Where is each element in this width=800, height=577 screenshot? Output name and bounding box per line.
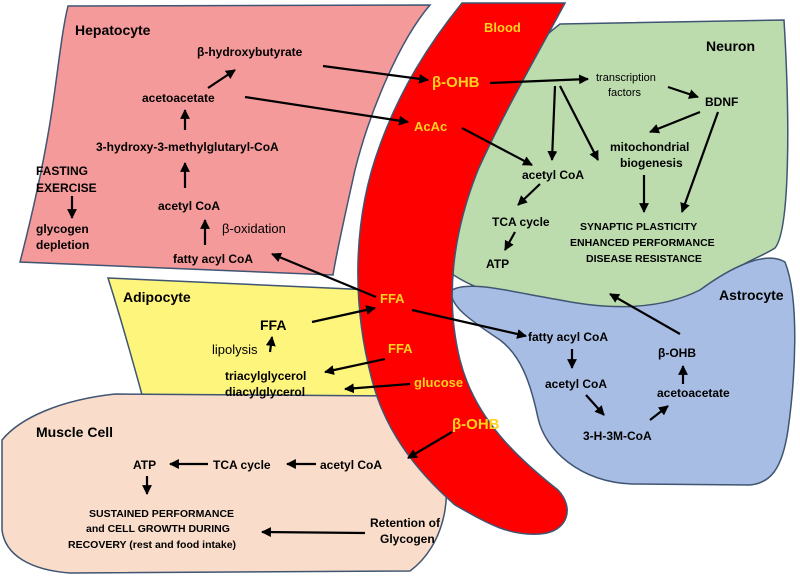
muscle-atp-label: ATP	[133, 458, 156, 472]
glycogen-retention-label: Glycogen	[380, 532, 435, 546]
blood-bohb-bottom-label: β-OHB	[452, 416, 500, 433]
astrocyte-arrows	[411, 293, 688, 421]
hepatocyte-title: Hepatocyte	[75, 22, 151, 38]
blood-ffa-mid-label: FFA	[380, 291, 405, 306]
depletion-label: depletion	[36, 238, 89, 252]
h3m-coa-label: 3-H-3M-CoA	[583, 429, 652, 443]
transcription-label: transcription	[596, 72, 656, 84]
astrocyte-acetoacetate-label: acetoacetate	[657, 386, 730, 400]
hepatocyte-acetyl-coa-label: acetyl CoA	[158, 199, 220, 213]
hmg-coa-label: 3-hydroxy-3-methylglutaryl-CoA	[96, 140, 279, 154]
adipocyte-title: Adipocyte	[123, 289, 191, 305]
astrocyte-title: Astrocyte	[719, 287, 784, 303]
blood-title: Blood	[484, 20, 521, 35]
acetoacetate-label: acetoacetate	[142, 91, 215, 105]
astrocyte-bohb-label: β-OHB	[658, 346, 696, 360]
muscle-title: Muscle Cell	[36, 424, 113, 440]
hepatocyte-fatty-acyl-coa-label: fatty acyl CoA	[173, 252, 253, 266]
muscle-tca-cycle-label: TCA cycle	[213, 458, 271, 472]
exercise-label: EXERCISE	[36, 181, 97, 195]
blood-acac-label: AcAc	[414, 119, 447, 134]
blood-bohb-top-label: β-OHB	[432, 74, 480, 91]
blood-ffa-low-label: FFA	[388, 341, 413, 356]
muscle-acetyl-coa-label: acetyl CoA	[320, 458, 382, 472]
synaptic-plasticity-label: SYNAPTIC PLASTICITY	[580, 221, 697, 233]
blood-glucose-label: glucose	[414, 375, 463, 390]
beta-oxidation-label: β-oxidation	[222, 221, 286, 236]
lipolysis-label: lipolysis	[212, 342, 258, 357]
bdnf-label: BDNF	[705, 95, 738, 109]
beta-hydroxybutyrate-label: β-hydroxybutyrate	[197, 45, 303, 59]
fasting-label: FASTING	[36, 164, 88, 178]
neuron-atp-label: ATP	[486, 257, 509, 271]
diacylglycerol-label: diacylglycerol	[225, 385, 305, 399]
astrocyte-fatty-acyl-coa-label: fatty acyl CoA	[528, 330, 608, 344]
muscle-arrows	[142, 431, 453, 538]
blood-vessel	[357, 2, 568, 535]
triacylglycerol-label: triacylglycerol	[225, 369, 306, 383]
disease-resistance-label: DISEASE RESISTANCE	[586, 253, 702, 265]
factors-label: factors	[608, 87, 642, 99]
mitochondrial-label: mitochondrial	[610, 140, 689, 154]
retention-label: Retention of	[370, 516, 441, 530]
recovery-label: RECOVERY (rest and food intake)	[68, 539, 236, 551]
adipocyte-arrows	[265, 305, 411, 394]
sustained-performance-label: SUSTAINED PERFORMANCE	[89, 508, 234, 520]
neuron-arrows	[461, 74, 720, 251]
enhanced-performance-label: ENHANCED PERFORMANCE	[570, 237, 715, 249]
glycogen-label: glycogen	[36, 222, 89, 236]
adipocyte-ffa-label: FFA	[260, 317, 286, 333]
neuron-acetyl-coa-label: acetyl CoA	[522, 168, 584, 182]
hepatocyte-arrows	[67, 64, 429, 299]
biogenesis-label: biogenesis	[620, 156, 683, 170]
astrocyte-region	[450, 257, 796, 486]
neuron-tca-cycle-label: TCA cycle	[492, 215, 550, 229]
astrocyte-acetyl-coa-label: acetyl CoA	[545, 377, 607, 391]
neuron-title: Neuron	[706, 38, 755, 54]
cell-growth-label: and CELL GROWTH DURING	[86, 523, 230, 535]
hepatocyte-region	[19, 4, 432, 276]
